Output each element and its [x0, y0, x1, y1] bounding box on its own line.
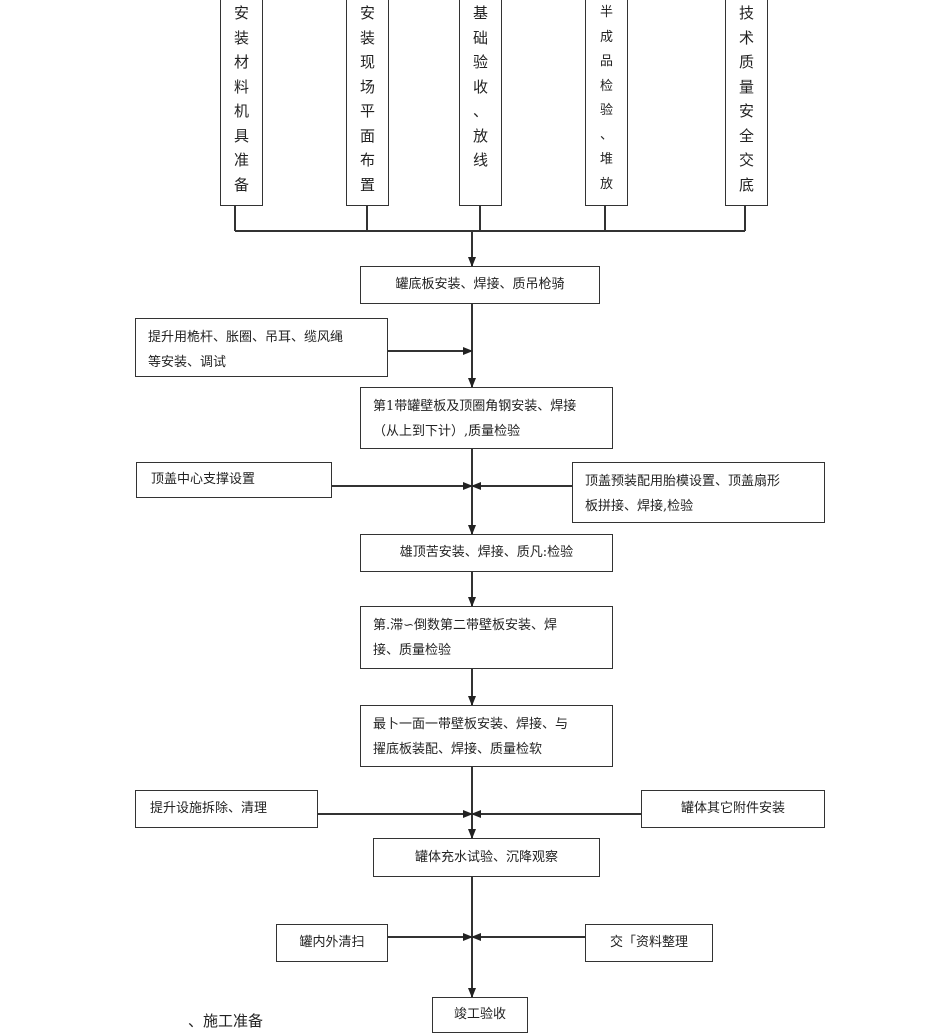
step-water-test: 罐体充水试验、沉降观察 [373, 838, 600, 877]
step-roof-install: 雄顶苦安装、焊接、质凡:检验 [360, 534, 613, 572]
step-roof-support: 顶盖中心支撑设置 [136, 462, 332, 498]
prep-foundation-inspection: 基 础 验 收 、 放 线 [459, 0, 502, 206]
prep-semi-finished-inspection: 半 成 品 检 验 、 堆 放 [585, 0, 628, 206]
step-lift-removal: 提升设施拆除、清理 [135, 790, 318, 828]
step-tank-bottom: 罐底板安装、焊接、质吊枪骑 [360, 266, 600, 304]
prep-technical-briefing: 技 术 质 量 安 全 交 底 [725, 0, 768, 206]
step-cleaning: 罐内外清扫 [276, 924, 388, 962]
step-second-ring: 第.滞∽倒数第二带壁板安装、焊 接、质量检验 [360, 606, 613, 669]
step-last-ring: 最卜一面一带壁板安装、焊接、与 擢底板装配、焊接、质量检软 [360, 705, 613, 767]
step-accessories: 罐体其它附件安装 [641, 790, 825, 828]
step-roof-prefab: 顶盖预装配用胎模设置、顶盖扇形 板拼接、焊接,检验 [572, 462, 825, 523]
prep-materials-tools: 安 装 材 料 机 具 准 备 [220, 0, 263, 206]
section-caption: 、施工准备 [188, 1012, 264, 1030]
step-first-ring: 第1带罐壁板及顶圈角钢安装、焊接 （从上到下计）,质量检验 [360, 387, 613, 449]
prep-site-layout: 安 装 现 场 平 面 布 置 [346, 0, 389, 206]
step-documents: 交「资料整理 [585, 924, 713, 962]
step-lift-setup: 提升用桅杆、胀圈、吊耳、缆风绳 等安装、调试 [135, 318, 388, 377]
step-completion: 竣工验收 [432, 997, 528, 1033]
